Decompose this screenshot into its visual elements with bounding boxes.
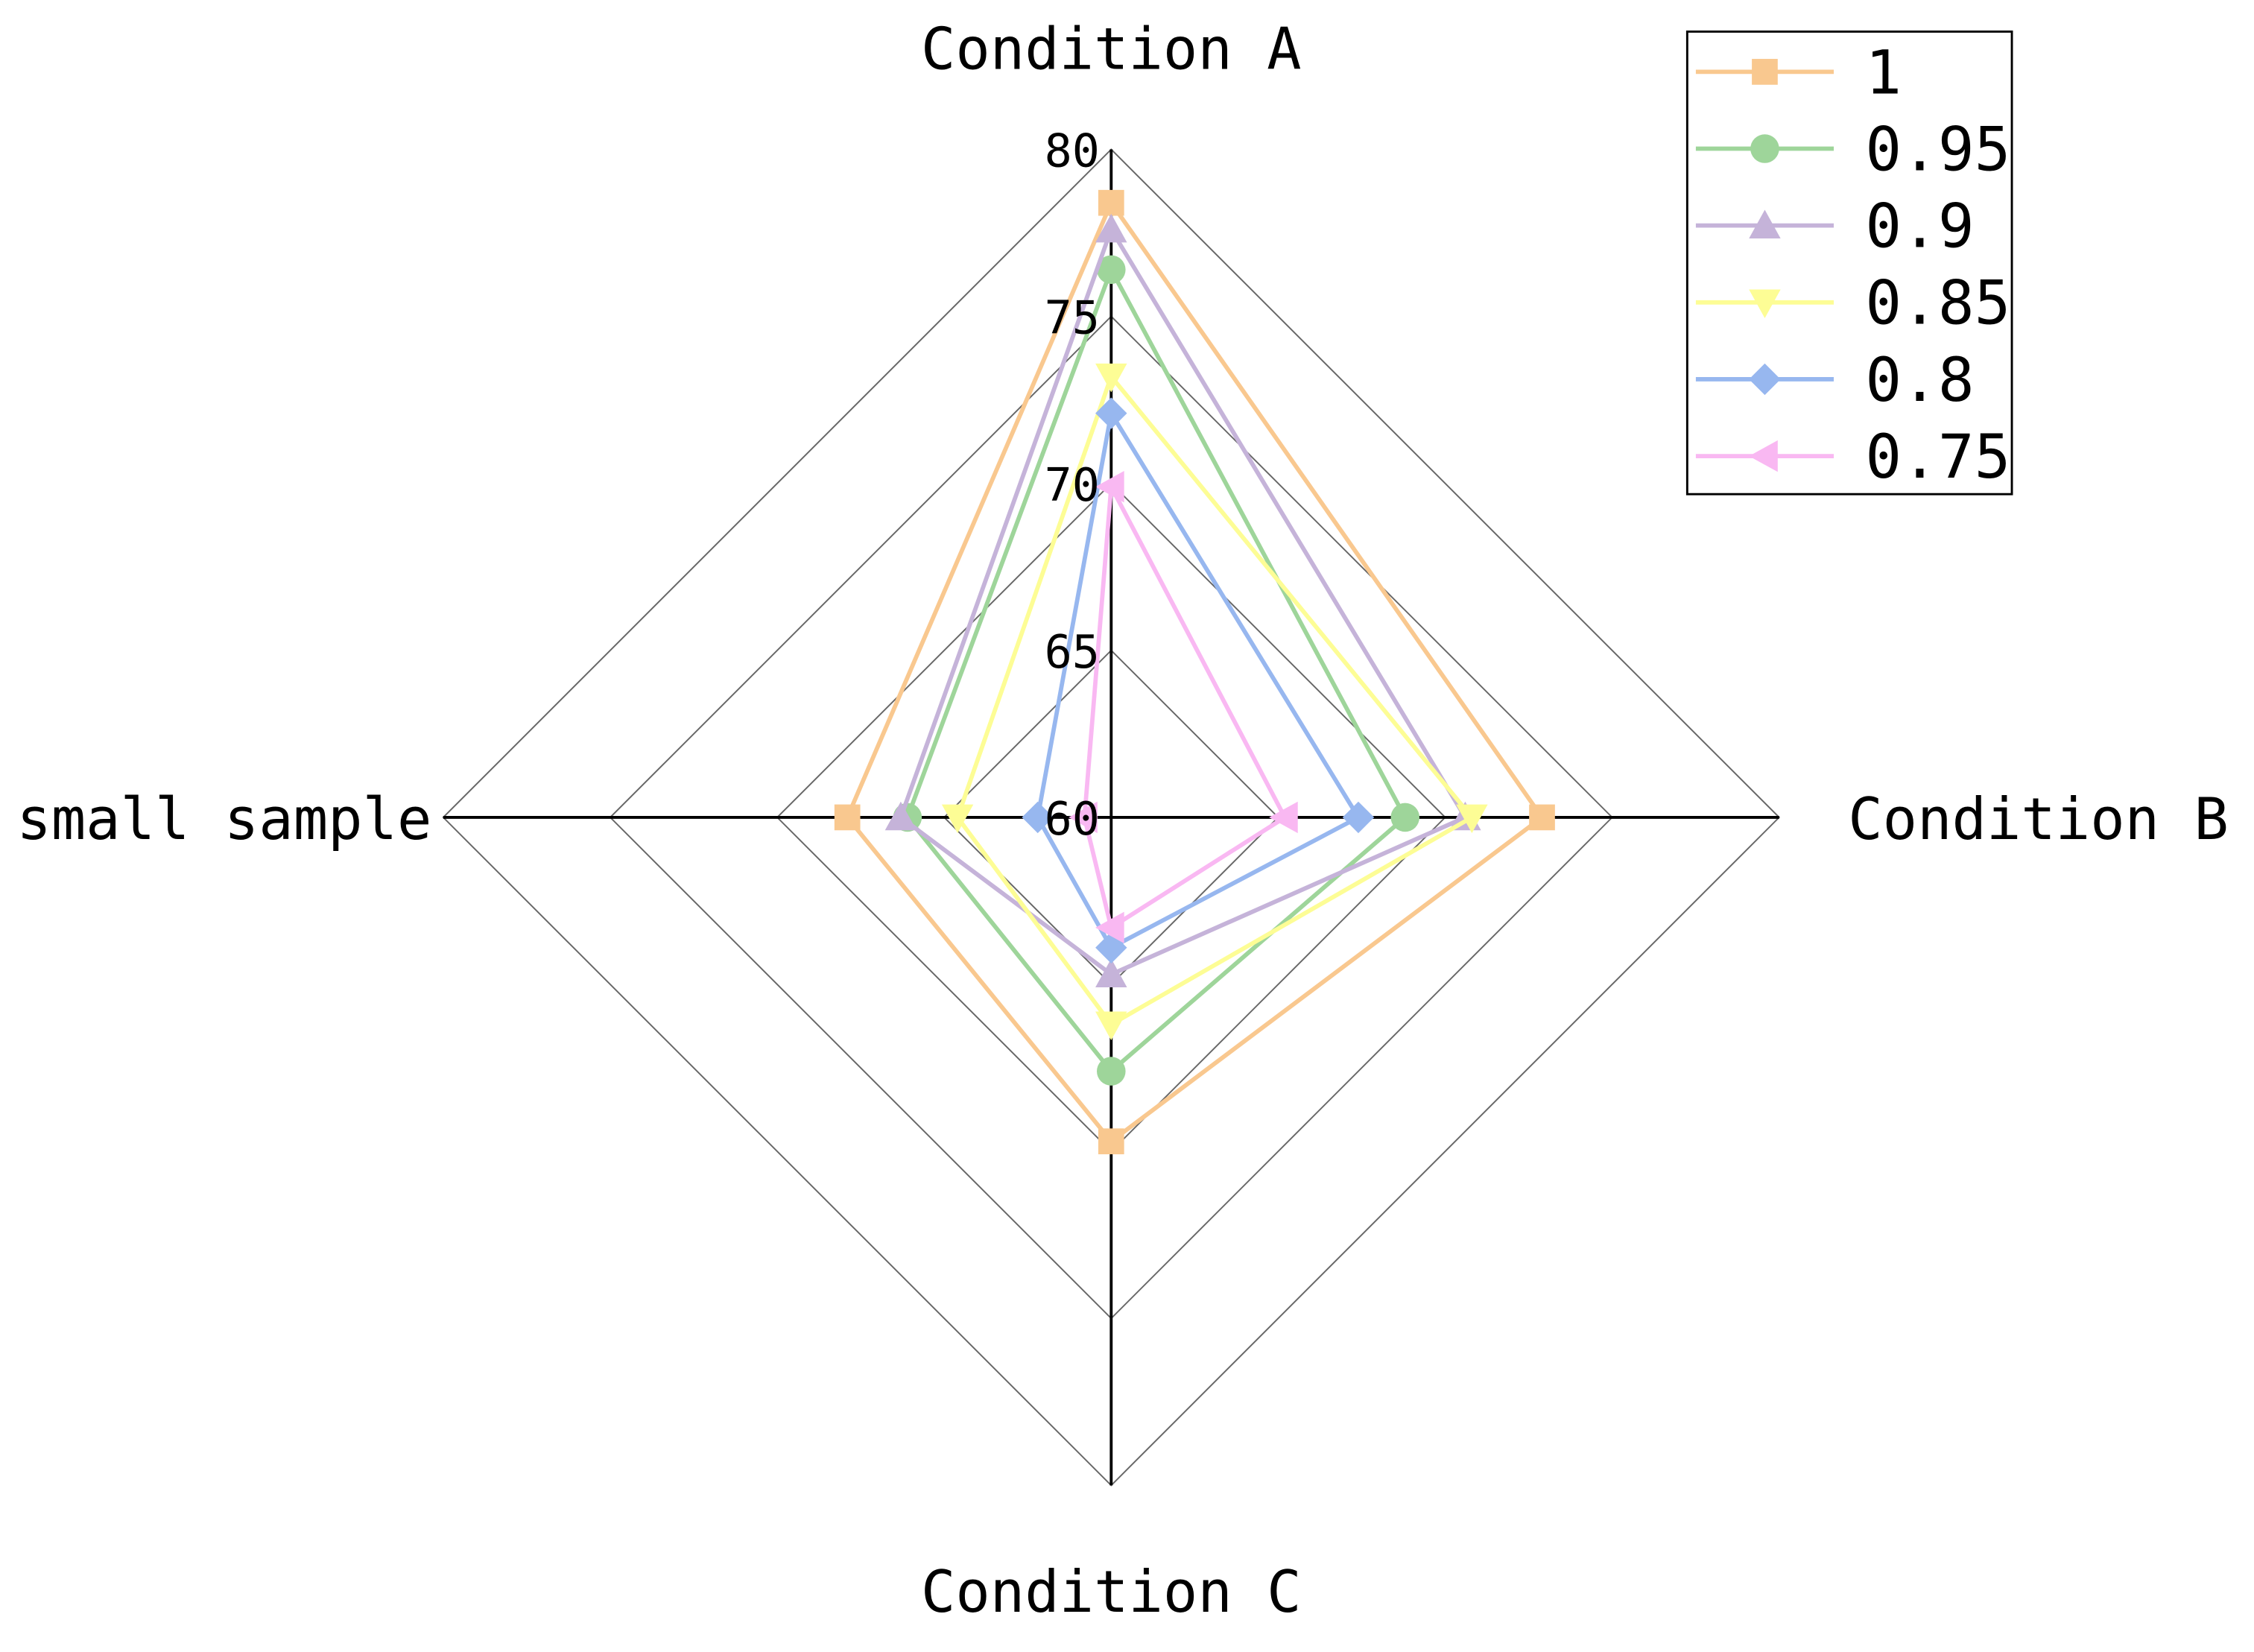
series-line-0.95 [905,264,1408,1075]
axis-labels: Condition A Condition B Condition C smal… [16,16,2229,1626]
legend-item-0.85: 0.85 [1695,269,2010,339]
data-point-0.85-condition-a [1095,363,1127,393]
legend-item-0.75: 0.75 [1695,423,2010,493]
legend-marker-0.95 [1750,134,1779,163]
data-point-0.8-condition-b [1342,801,1375,834]
legend-label-0.95: 0.95 [1865,115,2010,185]
data-point-1-condition-b [1529,804,1555,831]
legend-box [1685,30,2013,496]
axis-label-condition-b: Condition B [1848,786,2229,853]
legend-label-1: 1 [1865,38,1902,108]
tick-label-80: 80 [1045,124,1100,178]
legend-marker-0.8 [1749,363,1781,396]
axis-label-small-sample: small sample [16,786,431,853]
legend-label-0.85: 0.85 [1865,269,2010,339]
series-0.75 [1069,470,1298,944]
series-0.85 [941,363,1488,1041]
legend-item-1: 1 [1695,38,1902,108]
legend-marker-1 [1752,59,1778,85]
data-point-0.95-condition-c [1097,1057,1126,1086]
legend-item-0.9: 0.9 [1695,192,1975,262]
data-point-0.9-small-sample [884,801,917,831]
data-point-0.75-small-sample [1069,801,1098,834]
data-point-1-condition-c [1098,1128,1124,1155]
axis-label-condition-c: Condition C [921,1559,1302,1626]
data-point-1-condition-a [1098,189,1124,216]
data-point-0.75-condition-a [1095,470,1124,503]
series-group [834,189,1555,1155]
series-0.9 [884,213,1481,987]
data-point-0.95-condition-b [1390,803,1420,832]
axis-label-condition-a: Condition A [921,16,1302,83]
legend-item-0.8: 0.8 [1695,346,1975,416]
tick-label-60: 60 [1045,792,1100,846]
series-1 [834,189,1555,1155]
legend: 10.950.90.850.80.75 [1685,30,2013,496]
data-point-0.85-small-sample [941,804,974,834]
tick-labels: 60 65 70 75 80 [1045,124,1100,846]
tick-label-75: 75 [1045,291,1100,345]
data-point-0.9-condition-c [1095,958,1127,987]
legend-label-0.75: 0.75 [1865,423,2010,493]
data-point-0.9-condition-a [1095,213,1127,243]
radar-axes [443,149,1779,1486]
data-point-1-small-sample [834,804,861,831]
series-0.95 [893,255,1420,1086]
legend-label-0.9: 0.9 [1865,192,1974,262]
data-point-0.85-condition-b [1456,804,1488,834]
legend-marker-0.9 [1749,209,1781,239]
tick-label-70: 70 [1045,458,1100,512]
tick-label-65: 65 [1045,625,1100,679]
data-point-0.75-condition-c [1095,911,1124,944]
legend-marker-0.85 [1749,289,1781,319]
legend-label-0.8: 0.8 [1865,346,1974,416]
legend-marker-0.75 [1749,440,1778,472]
data-point-0.85-condition-c [1095,1011,1127,1041]
legend-item-0.95: 0.95 [1695,115,2010,185]
data-point-0.95-condition-a [1097,255,1126,285]
data-point-0.8-small-sample [1022,801,1054,834]
data-point-0.75-condition-b [1269,801,1298,834]
